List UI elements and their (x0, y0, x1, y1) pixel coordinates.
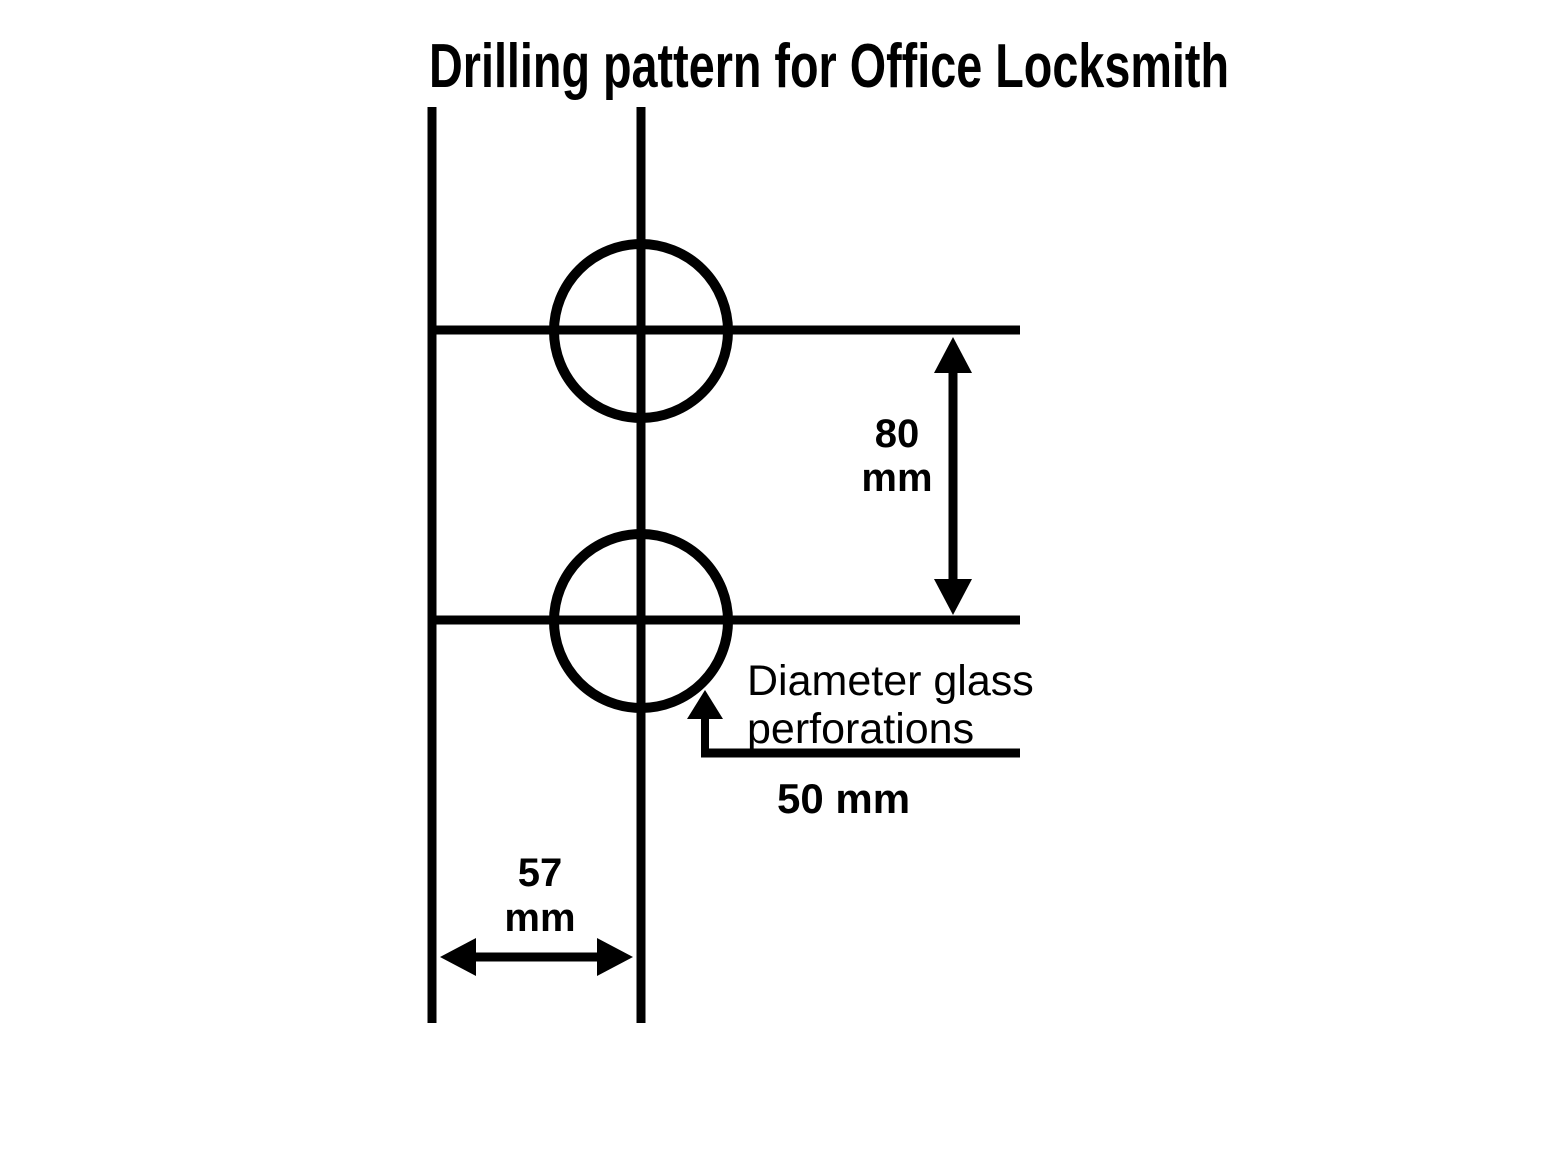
dimension-arrow-80mm (934, 337, 972, 615)
diameter-label-line2: perforations (747, 705, 974, 753)
arrowhead-up-icon (687, 690, 723, 719)
diagram-title: Drilling pattern for Office Locksmith (429, 32, 1229, 101)
dimension-80-unit: mm (861, 456, 932, 500)
arrowhead-up-icon (934, 337, 972, 373)
dimension-80-value: 80 (875, 412, 920, 456)
drill-hole-bottom-circle (549, 529, 733, 713)
arrowhead-down-icon (934, 579, 972, 615)
dimension-57-value: 57 (518, 851, 563, 895)
dimension-arrow-57mm (440, 938, 633, 976)
arrowhead-right-icon (597, 938, 633, 976)
arrowhead-left-icon (440, 938, 476, 976)
drill-hole-top-circle (549, 239, 733, 423)
leader-arrow-50mm (687, 690, 1020, 758)
dimension-57-unit: mm (504, 896, 575, 940)
dimension-50-value: 50 mm (777, 775, 910, 822)
diameter-label-line1: Diameter glass (747, 657, 1034, 705)
